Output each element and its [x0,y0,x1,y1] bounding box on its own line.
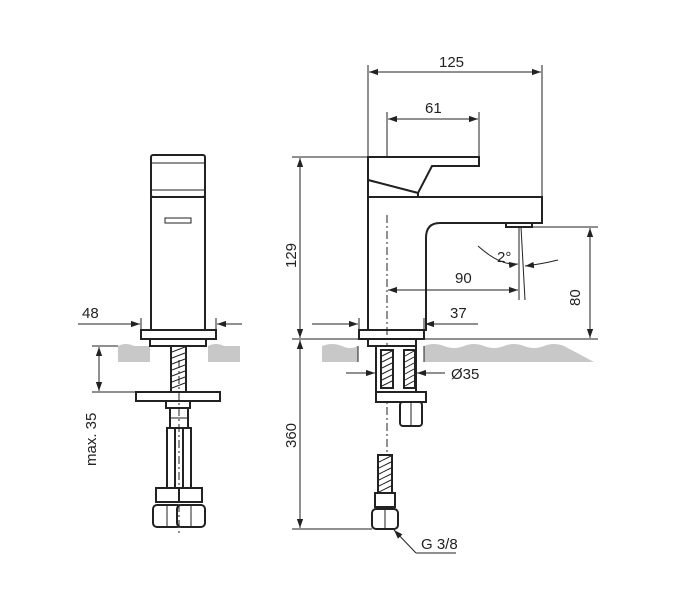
dimension-width-48: 48 [78,305,242,330]
dim-lever-length-label: 61 [425,100,442,117]
hose-end-side [371,454,399,530]
faucet-body-side [358,156,543,460]
dim-hole-diameter-label: Ø35 [451,366,479,383]
dimension-hole-diameter: Ø35 [346,366,479,383]
mounting-rod-side [375,345,427,427]
dim-outlet-height-label: 80 [567,289,584,306]
dimension-hose-length: 360 [283,340,372,530]
dimension-base: 37 [312,305,478,330]
dim-width-label: 48 [82,305,99,322]
connection-label: G 3/8 [421,536,458,553]
dimension-angle: 2° [477,226,559,301]
side-view: 125 61 129 2° 90 [283,54,598,554]
dim-height-label: 129 [283,243,300,268]
dimension-height: 129 [283,156,368,340]
countertop-right [322,344,594,362]
dim-max-thickness-label: max. 35 [83,413,100,466]
dimension-max-thickness: max. 35 [83,345,136,466]
countertop-left [118,344,240,362]
dimension-spout-reach: 90 [388,270,518,294]
front-view: 48 max. 35 [78,154,242,535]
dim-angle-label: 2° [497,249,511,266]
faucet-body-front [140,154,217,347]
dim-hose-length-label: 360 [283,423,300,448]
dimension-overall-length: 125 [367,54,543,197]
dimension-lever-length: 61 [386,100,480,157]
dim-spout-reach-label: 90 [455,270,472,287]
dim-overall-length-label: 125 [439,54,464,71]
connection-leader: G 3/8 [393,529,458,554]
dim-base-label: 37 [450,305,467,322]
dimension-outlet-height: 80 [424,226,598,340]
hoses-front [152,360,206,535]
